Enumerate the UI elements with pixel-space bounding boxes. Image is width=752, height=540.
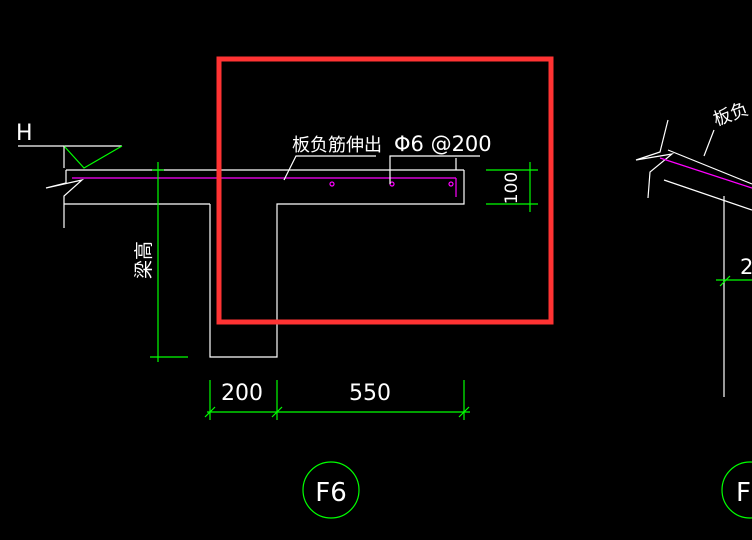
width-dim-slash-1 [204,406,216,418]
distribution-bar-1 [329,181,335,187]
right-slab-bottom [663,179,752,211]
rebar-spec-label: Φ6 @200 [394,132,492,156]
width-dim-slash-3 [458,406,470,418]
level-mark-label: H [16,121,33,146]
distribution-bar-3 [448,181,454,187]
right-rebar [659,157,752,189]
break-line [45,170,85,228]
width-dim-slash-2 [271,406,283,418]
beam-width-dim-label: 200 [221,381,263,406]
right-leader [703,129,715,157]
highlight-box [216,56,554,325]
rebar-extension-leader [283,155,376,181]
right-slab-top [667,149,752,185]
right-dim-slash [719,275,731,287]
detail-tag-circle-f6 [302,461,360,519]
extension-dim-label: 550 [349,381,391,406]
beam-outline [209,170,465,358]
level-mark [18,145,123,169]
right-dim-label: 2 [740,255,752,279]
rebar-spec-leader [389,155,480,184]
detail-tag-circle-f7 [721,461,752,519]
detail-tag-f7: F7 [736,478,752,508]
level-triangle [63,145,123,169]
right-break-line [635,119,675,199]
detail-tag-f6: F6 [315,478,347,508]
slab-thickness-label: 100 [502,172,522,204]
rebar-extension-label: 板负筋伸出 [292,135,382,156]
detail-f7-partial [635,119,752,519]
detail-f6 [18,145,538,519]
beam-height-label: 梁高 [133,241,155,279]
